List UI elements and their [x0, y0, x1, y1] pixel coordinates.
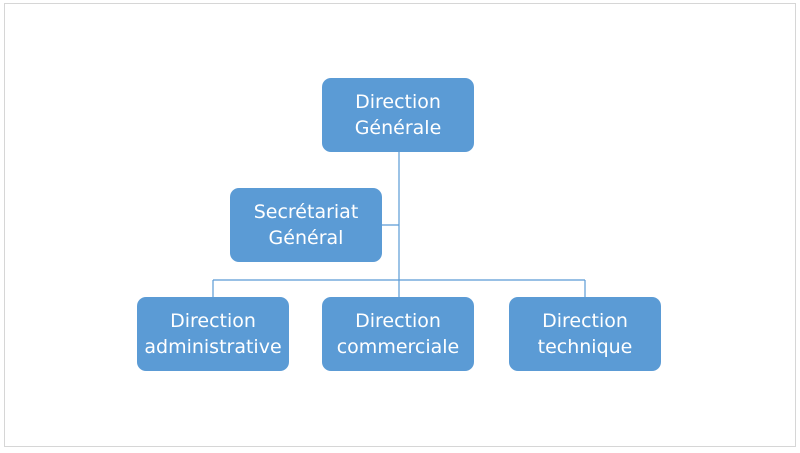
node-secretariat-general-line1: Secrétariat [253, 201, 359, 223]
node-direction-commerciale[interactable]: Direction commerciale [322, 297, 474, 371]
node-direction-administrative[interactable]: Direction administrative [137, 297, 289, 371]
node-direction-technique-line2: technique [537, 336, 633, 358]
node-direction-commerciale-line2: commerciale [336, 336, 460, 358]
node-direction-commerciale-line1: Direction [355, 310, 441, 332]
node-direction-generale[interactable]: Direction Générale [322, 78, 474, 152]
node-direction-generale-line2: Générale [354, 117, 442, 139]
node-direction-administrative-line2: administrative [144, 336, 282, 358]
node-direction-generale-line1: Direction [355, 91, 441, 113]
node-direction-administrative-line1: Direction [170, 310, 256, 332]
node-direction-technique-line1: Direction [542, 310, 628, 332]
node-secretariat-general-line2: Général [268, 227, 344, 249]
node-direction-technique[interactable]: Direction technique [509, 297, 661, 371]
node-secretariat-general[interactable]: Secrétariat Général [230, 188, 382, 262]
slide-canvas [4, 3, 796, 447]
